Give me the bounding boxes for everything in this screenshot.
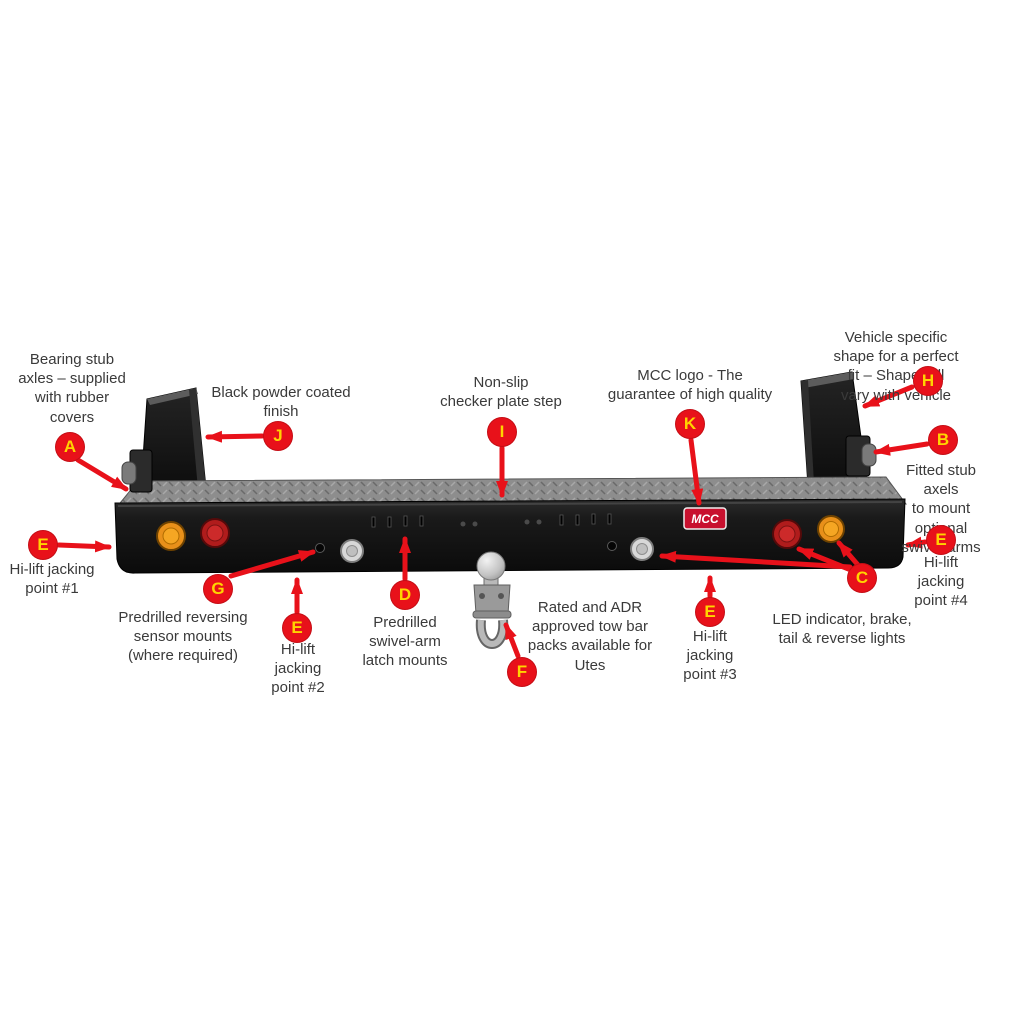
callout-badge-g: G bbox=[203, 574, 233, 604]
callout-label-b: Fitted stub axels to mount optional swiv… bbox=[901, 462, 980, 556]
callout-label-c: LED indicator, brake, tail & reverse lig… bbox=[772, 611, 912, 648]
red-tail-light-left bbox=[200, 518, 230, 548]
callout-label-a: Bearing stub axles – supplied with rubbe… bbox=[18, 351, 126, 426]
arrow-a bbox=[75, 457, 129, 492]
led-lights bbox=[156, 515, 845, 563]
callout-label-i: Non-slip checker plate step bbox=[440, 374, 562, 411]
callout-badge-c: C bbox=[847, 563, 877, 593]
callout-badge-h: H bbox=[913, 366, 943, 396]
callout-label-e3: Hi-lift jacking point #3 bbox=[683, 628, 737, 684]
callout-label-e4: Hi-lift jacking point #4 bbox=[914, 554, 968, 610]
callout-badge-b: B bbox=[928, 425, 958, 455]
red-tail-light-right bbox=[772, 519, 802, 549]
arrow-g bbox=[228, 549, 316, 579]
bolt-holes bbox=[460, 519, 542, 527]
callout-badge-i: I bbox=[487, 417, 517, 447]
left-wing bbox=[139, 387, 208, 504]
callout-badge-e4: E bbox=[926, 525, 956, 555]
right-stub-axle bbox=[845, 435, 877, 477]
callout-badge-e1: E bbox=[28, 530, 58, 560]
callout-label-j: Black powder coated finish bbox=[211, 384, 351, 421]
callout-arrows bbox=[56, 384, 930, 659]
arrow-k bbox=[688, 437, 704, 506]
amber-indicator-light-left bbox=[156, 521, 186, 551]
arrow-e1 bbox=[56, 540, 112, 553]
arrow-b bbox=[873, 441, 930, 456]
arrow-c-tail bbox=[796, 546, 854, 573]
callout-badge-d: D bbox=[390, 580, 420, 610]
callout-badge-e2: E bbox=[282, 613, 312, 643]
arrow-c-reverse bbox=[659, 550, 853, 570]
arrow-c-indicator bbox=[836, 540, 861, 568]
swivel-arm-latch-slots bbox=[371, 513, 612, 528]
reverse-light-left bbox=[340, 539, 364, 563]
callout-badge-k: K bbox=[675, 409, 705, 439]
callout-badge-a: A bbox=[55, 432, 85, 462]
callout-label-g: Predrilled reversing sensor mounts (wher… bbox=[118, 609, 248, 665]
mcc-logo-text: MCC bbox=[691, 512, 719, 526]
reversing-sensor-mounts bbox=[315, 541, 617, 553]
callout-label-k: MCC logo - The guarantee of high quality bbox=[607, 367, 773, 404]
callout-label-d: Predrilled swivel-arm latch mounts bbox=[362, 614, 448, 670]
callout-label-f: Rated and ADR approved tow bar packs ava… bbox=[527, 599, 653, 674]
callout-label-e2: Hi-lift jacking point #2 bbox=[271, 641, 325, 697]
reverse-light-right bbox=[630, 537, 654, 561]
mcc-logo: MCC bbox=[683, 507, 727, 530]
callout-badge-j: J bbox=[263, 421, 293, 451]
arrow-f bbox=[503, 622, 521, 659]
arrow-h bbox=[862, 384, 915, 409]
callout-label-e1: Hi-lift jacking point #1 bbox=[9, 561, 95, 598]
arrow-j bbox=[205, 430, 265, 443]
callout-label-h: Vehicle specific shape for a perfect fit… bbox=[833, 329, 959, 404]
callout-badge-e3: E bbox=[695, 597, 725, 627]
arrow-e4 bbox=[905, 536, 928, 549]
callout-badge-f: F bbox=[507, 657, 537, 687]
amber-indicator-light-right bbox=[817, 515, 845, 543]
tow-bar-assembly bbox=[472, 551, 512, 649]
left-stub-axle bbox=[121, 449, 153, 493]
